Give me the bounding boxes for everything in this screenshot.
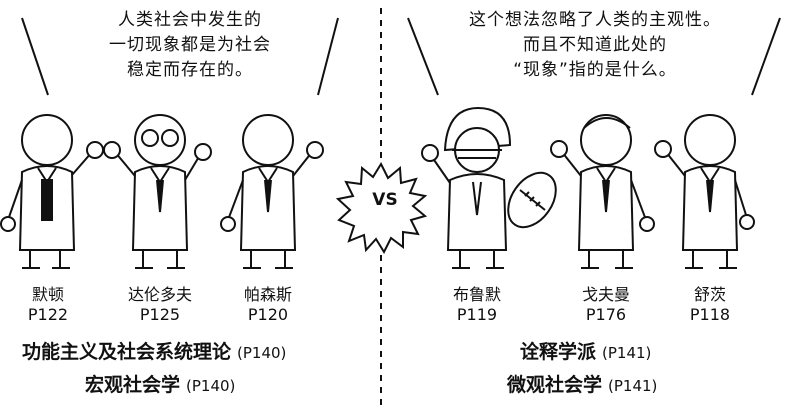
school-left-line-1: 功能主义及社会系统理论 (P140): [22, 337, 286, 364]
quote-left-line-2: 一切现象都是为社会: [109, 35, 271, 55]
person-name-goffman: 戈夫曼: [581, 285, 630, 304]
person-page-parsons: P120: [247, 305, 289, 324]
person-name-parsons: 帕森斯: [243, 285, 292, 304]
figure-schutz: [654, 114, 755, 269]
quote-left-line-3: 稳定而存在的。: [127, 60, 253, 80]
speech-line-left-b: [317, 17, 339, 96]
person-page-dahrendorf: P125: [139, 305, 181, 324]
school-left-line-2: 宏观社会学 (P140): [85, 370, 235, 397]
figure-blumer: [421, 106, 557, 269]
person-name-merton: 默顿: [31, 285, 64, 304]
quote-right-line-1: 这个想法忽略了人类的主观性。: [469, 10, 721, 30]
quote-right: 这个想法忽略了人类的主观性。 而且不知道此处的 “现象”指的是什么。: [450, 8, 740, 83]
speech-line-right-a: [407, 17, 439, 96]
school-right-title-2: 微观社会学: [507, 374, 603, 396]
school-left-title-2: 宏观社会学: [85, 374, 181, 396]
quote-left-line-1: 人类社会中发生的: [118, 10, 262, 30]
vs-burst-icon: [335, 161, 428, 255]
school-right-ref-1: (P141): [602, 344, 652, 362]
school-left-ref-1: (P140): [237, 344, 287, 362]
vs-label: VS: [372, 190, 398, 210]
figure-goffman: [550, 114, 655, 269]
speech-line-right-b: [751, 17, 781, 96]
figure-merton: [0, 114, 104, 269]
school-right-line-1: 诠释学派 (P141): [520, 337, 651, 364]
person-page-merton: P122: [27, 305, 69, 324]
school-left-ref-2: (P140): [186, 377, 236, 395]
person-page-schutz: P118: [689, 305, 731, 324]
figure-dahrendorf: [103, 114, 212, 269]
speech-line-left-a: [21, 17, 49, 96]
person-name-dahrendorf: 达伦多夫: [127, 285, 192, 304]
quote-right-line-3: “现象”指的是什么。: [513, 60, 677, 80]
school-right-ref-2: (P141): [608, 377, 658, 395]
person-name-blumer: 布鲁默: [452, 285, 501, 304]
school-left-title-1: 功能主义及社会系统理论: [22, 341, 232, 363]
quote-right-line-2: 而且不知道此处的: [523, 35, 667, 55]
quote-left: 人类社会中发生的 一切现象都是为社会 稳定而存在的。: [70, 8, 310, 83]
school-right-line-2: 微观社会学 (P141): [507, 370, 657, 397]
person-page-goffman: P176: [585, 305, 627, 324]
figure-parsons: [220, 114, 324, 269]
school-right-title-1: 诠释学派: [520, 341, 597, 363]
person-name-schutz: 舒茨: [693, 285, 726, 304]
person-page-blumer: P119: [456, 305, 498, 324]
